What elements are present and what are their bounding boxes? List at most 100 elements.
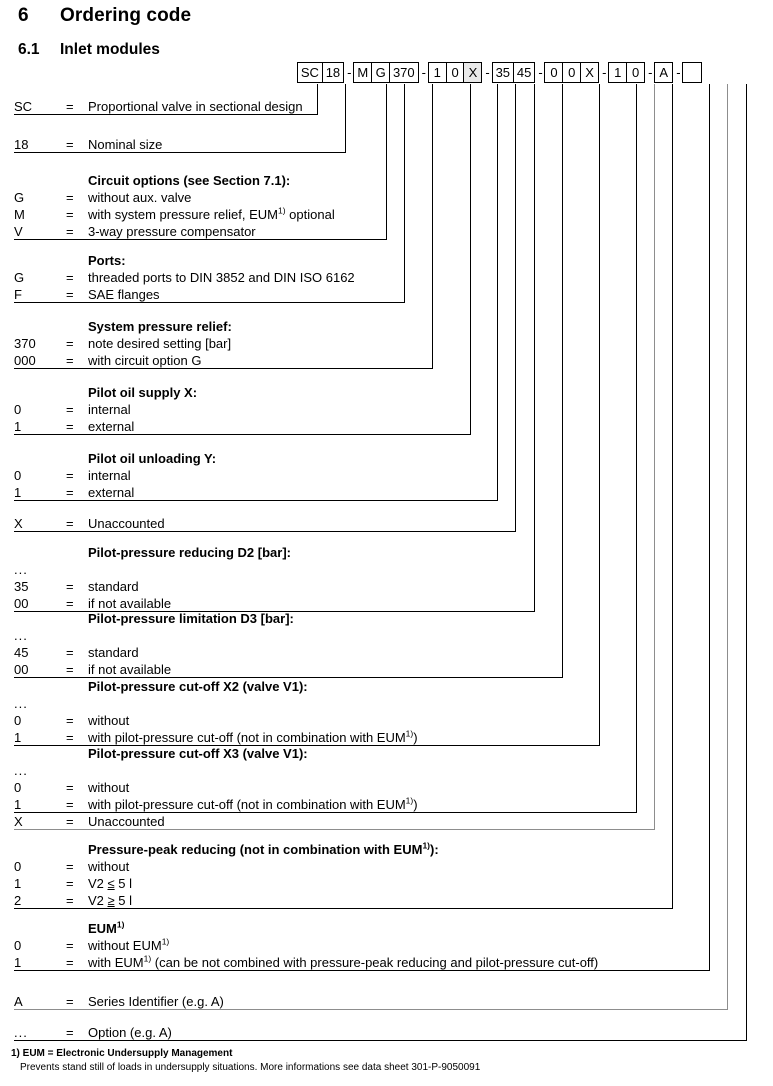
code-connector-line	[432, 84, 433, 369]
legend-row-equals: =	[66, 137, 74, 152]
legend-row-equals: =	[66, 419, 74, 434]
footnote: 1) EUM = Electronic Undersupply Manageme…	[11, 1047, 480, 1075]
legend-block-title: Pilot-pressure reducing D2 [bar]:	[88, 545, 291, 560]
legend-row: ...	[14, 561, 534, 578]
legend-block: Pressure-peak reducing (not in combinati…	[14, 841, 672, 909]
legend-row: 45=standard	[14, 644, 562, 661]
legend-block: A=Series Identifier (e.g. A)	[14, 993, 727, 1010]
code-group: A	[654, 62, 674, 83]
legend-row-description: Series Identifier (e.g. A)	[88, 994, 224, 1009]
legend-row: V=3-way pressure compensator	[14, 223, 386, 240]
code-separator: -	[538, 65, 543, 80]
legend-block-title: EUM1)	[88, 919, 125, 936]
code-box[interactable]: 0	[562, 62, 582, 83]
legend-block-rule	[14, 239, 386, 240]
legend-row-code: 00	[14, 596, 29, 611]
legend-row: 0=without	[14, 712, 599, 729]
legend-block: X=Unaccounted	[14, 515, 515, 532]
code-box[interactable]: 0	[544, 62, 564, 83]
legend-row-equals: =	[66, 645, 74, 660]
legend-row-code: 2	[14, 893, 22, 908]
code-connector-line	[672, 84, 673, 909]
legend-row-description: with system pressure relief, EUM1) optio…	[88, 205, 335, 222]
legend-row: 00=if not available	[14, 661, 562, 678]
code-box[interactable]: 1	[427, 62, 447, 83]
code-box[interactable]: A	[654, 62, 674, 83]
legend-row-equals: =	[66, 468, 74, 483]
code-box[interactable]: 45	[512, 62, 536, 83]
code-separator: -	[347, 65, 352, 80]
legend-block: Pilot-pressure cut-off X2 (valve V1):...…	[14, 678, 599, 746]
legend-row-code: 1	[14, 730, 22, 745]
legend-row-code: SC	[14, 99, 33, 114]
code-box[interactable]: SC	[296, 62, 323, 83]
legend-row-equals	[66, 627, 88, 644]
legend-row-equals: =	[66, 579, 74, 594]
code-box[interactable]: 0	[626, 62, 646, 83]
legend-row-code: 1	[14, 876, 22, 891]
legend-row: SC=Proportional valve in sectional desig…	[14, 98, 317, 115]
legend-block-rule	[14, 1040, 746, 1041]
legend-block-title: Pilot oil unloading Y:	[88, 451, 217, 466]
legend-block: SC=Proportional valve in sectional desig…	[14, 98, 317, 115]
legend-row-equals: =	[66, 713, 74, 728]
legend-block-rule	[14, 908, 672, 909]
legend-block-rule	[14, 302, 404, 303]
legend-row: M=with system pressure relief, EUM1) opt…	[14, 206, 386, 223]
legend-block: System pressure relief:370=note desired …	[14, 318, 432, 369]
legend-row: 18=Nominal size	[14, 136, 345, 153]
legend-block-title: Circuit options (see Section 7.1):	[88, 173, 291, 188]
code-box[interactable]: 35	[491, 62, 515, 83]
code-box-empty[interactable]	[682, 62, 703, 83]
legend-row-code: X	[14, 814, 23, 829]
code-box[interactable]: M	[353, 62, 373, 83]
code-box[interactable]: G	[371, 62, 391, 83]
legend-row-equals: =	[66, 270, 74, 285]
code-box[interactable]: 18	[321, 62, 345, 83]
legend-block: Pilot-pressure limitation D3 [bar]:...45…	[14, 610, 562, 678]
legend-row-code: 00	[14, 662, 29, 677]
code-separator: -	[676, 65, 681, 80]
legend-block-title: Pilot-pressure limitation D3 [bar]:	[88, 611, 294, 626]
code-box[interactable]: 0	[445, 62, 465, 83]
section-number: 6	[18, 5, 29, 26]
legend-block-title: Pilot oil supply X:	[88, 385, 198, 400]
legend-block-rule	[14, 829, 654, 830]
legend-row-code: G	[14, 270, 25, 285]
legend-block-rule	[14, 368, 432, 369]
code-box[interactable]: X	[463, 62, 483, 83]
subsection-number: 6.1	[18, 41, 40, 58]
code-connector-line	[562, 84, 563, 678]
legend-row-code: ...	[14, 763, 28, 778]
legend-row-equals: =	[66, 596, 74, 611]
legend-row-equals	[66, 762, 88, 779]
legend-block-title: Pilot-pressure cut-off X2 (valve V1):	[88, 679, 308, 694]
legend-row-equals	[66, 561, 88, 578]
legend-block-rule	[14, 745, 599, 746]
legend-row-description: Nominal size	[88, 137, 163, 152]
legend-row-equals: =	[66, 336, 74, 351]
code-box[interactable]: 1	[608, 62, 628, 83]
legend-row-equals: =	[66, 99, 74, 114]
legend-row-code: 0	[14, 402, 22, 417]
code-separator: -	[485, 65, 490, 80]
legend-row-description	[88, 695, 599, 712]
code-connector-line	[404, 84, 405, 303]
legend-row-description: V2 ≥ 5 l	[88, 893, 132, 908]
legend-row: 0=without EUM1)	[14, 937, 709, 954]
code-connector-line	[636, 84, 637, 813]
legend-row-equals: =	[66, 190, 74, 205]
code-box[interactable]: 370	[388, 62, 419, 83]
legend-row-description: without	[88, 780, 130, 795]
code-box[interactable]: X	[580, 62, 600, 83]
legend-row-description	[88, 561, 534, 578]
legend-row: 0=without	[14, 779, 636, 796]
legend-row-description: if not available	[88, 596, 172, 611]
legend-row: F=SAE flanges	[14, 286, 404, 303]
code-connector-line	[746, 84, 747, 1041]
legend-row: 0=internal	[14, 401, 470, 418]
